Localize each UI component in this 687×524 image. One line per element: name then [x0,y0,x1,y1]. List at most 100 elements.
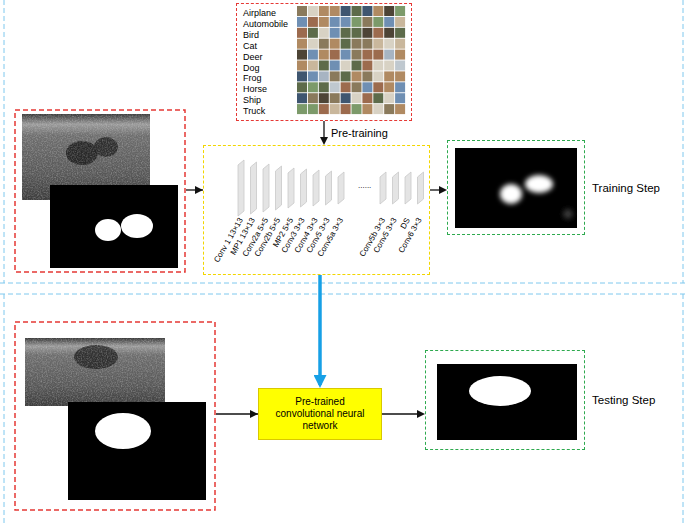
sample-thumbnail [362,82,372,92]
output-map [437,364,577,440]
step-label: Testing Step [592,394,655,406]
sample-thumbnail [297,71,307,81]
sample-thumbnail [384,82,394,92]
sample-thumbnail [341,50,351,60]
sample-thumbnail [297,104,307,114]
sample-thumbnail [319,50,329,60]
class-name: Ship [243,95,405,106]
sample-thumbnail [330,17,340,27]
sample-thumbnail [395,93,405,103]
sample-thumbnail [395,28,405,38]
sample-thumbnail [319,6,329,16]
layer-slab [251,162,257,214]
class-name: Cat [243,41,405,52]
sample-thumbnail [297,6,307,16]
sample-thumbnail [352,82,362,92]
sample-thumbnail [341,71,351,81]
ultrasound-image [25,338,165,406]
sample-thumbnail [362,50,372,60]
network-box: Conv 1 13×13MP1 13×13Conv2a 5×5Conv2b 5×… [203,145,430,275]
model-box: Pre-trained convolutional neural network [258,388,382,440]
sample-thumbnail [362,17,372,27]
sample-thumbnail [395,71,405,81]
section-divider [4,294,5,524]
mask-image [68,402,206,500]
sample-thumbnail [330,61,340,71]
sample-thumbnail [330,93,340,103]
layer-slab [313,170,319,206]
layer-slab [338,172,344,204]
sample-thumbnail [297,28,307,38]
sample-thumbnail [373,82,383,92]
section-divider [683,294,684,524]
layer-slab [288,168,294,208]
output-map [455,148,577,228]
mask-region [121,214,153,238]
flow-connector [323,121,324,142]
sample-thumbnail [373,28,383,38]
sample-thumbnail [330,82,340,92]
sample-thumbnail [319,82,329,92]
section-divider [683,0,684,283]
mask-image [50,185,178,268]
sample-thumbnail [308,93,318,103]
sample-thumbnail [395,6,405,16]
layer-slab [276,166,282,210]
sample-thumbnail [395,17,405,27]
sample-thumbnail [341,28,351,38]
box-label: Pre-trained convolutional neural network [267,396,373,432]
ultrasound-speckle [25,338,165,406]
sample-thumbnail [395,50,405,60]
mask-region [95,413,151,449]
sample-thumbnail [373,93,383,103]
sample-thumbnail [352,6,362,16]
class-name: Airplane [243,8,405,19]
sample-thumbnail [352,93,362,103]
output-box: Training Step [447,140,585,235]
class-name: Horse [243,84,405,95]
mask-region [95,219,121,241]
sample-thumbnail [373,71,383,81]
output-blob [563,209,573,219]
sample-thumbnail [297,93,307,103]
sample-thumbnail [341,17,351,27]
layer-stack [238,160,424,216]
layer-slab [301,169,307,207]
sample-thumbnail [352,61,362,71]
sample-grid [297,6,405,114]
output-blobs [500,175,573,219]
sample-thumbnail [373,104,383,114]
sample-thumbnail [319,104,329,114]
sample-thumbnail [341,61,351,71]
sample-thumbnail [341,93,351,103]
sample-thumbnail [319,39,329,49]
sample-thumbnail [330,71,340,81]
sample-thumbnail [341,104,351,114]
sample-thumbnail [395,104,405,114]
sample-thumbnail [319,61,329,71]
flow-arrow [216,413,258,414]
layer-slab [393,172,399,204]
class-name: Bird [243,30,405,41]
flow-connector [430,189,444,190]
sample-thumbnail [352,71,362,81]
section-divider [0,294,687,295]
sample-thumbnail [384,39,394,49]
sample-thumbnail [362,71,372,81]
class-name: Frog [243,73,405,84]
sample-thumbnail [373,17,383,27]
output-blob [500,184,522,204]
sample-thumbnail [308,61,318,71]
input-frame [15,322,215,510]
layer-slab [238,160,244,216]
sample-thumbnail [384,17,394,27]
sample-thumbnail [330,104,340,114]
sample-thumbnail [395,39,405,49]
sample-thumbnail [352,104,362,114]
sample-thumbnail [308,39,318,49]
sample-thumbnail [341,82,351,92]
sample-thumbnail [319,28,329,38]
